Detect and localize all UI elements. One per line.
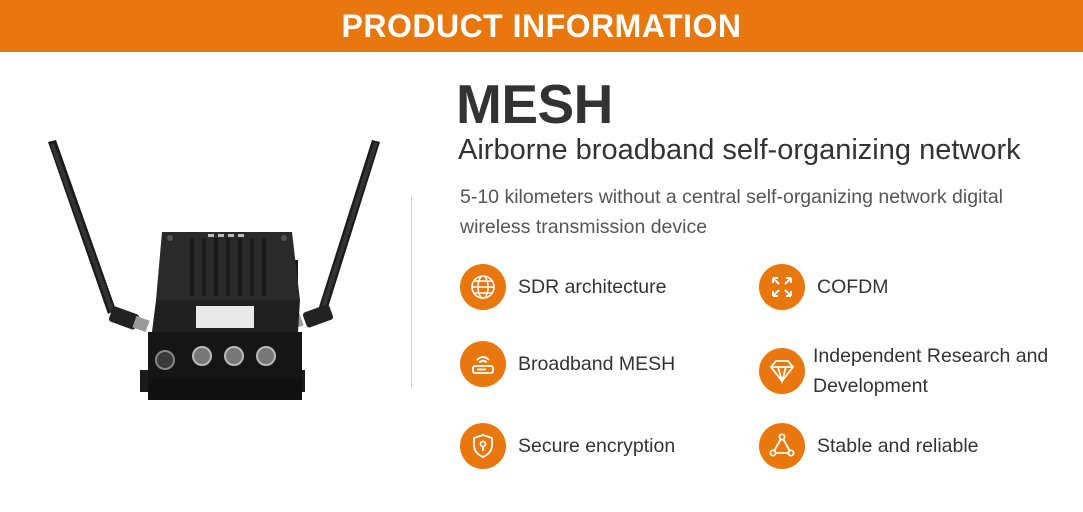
feature-label: Broadband MESH — [518, 353, 676, 375]
feature-sdr-architecture: SDR architecture — [460, 264, 666, 310]
device-image — [48, 140, 380, 400]
right-antenna — [286, 140, 380, 331]
banner-title: PRODUCT INFORMATION — [341, 7, 742, 44]
triangle-network-icon — [759, 423, 805, 469]
feature-stable-reliable: Stable and reliable — [759, 423, 979, 469]
arrows-expand-icon — [759, 264, 805, 310]
feature-label: SDR architecture — [518, 276, 667, 298]
product-description: 5-10 kilometers without a central self-o… — [460, 186, 1004, 238]
divider — [411, 196, 412, 388]
feature-cofdm: COFDM — [759, 264, 889, 310]
shield-icon — [460, 423, 506, 469]
feature-label: Independent Research and Development — [813, 345, 1049, 397]
diamond-icon — [759, 348, 805, 394]
product-subtitle: Airborne broadband self-organizing netwo… — [458, 134, 1021, 166]
feature-broadband-mesh: Broadband MESH — [460, 341, 675, 387]
feature-label: Stable and reliable — [817, 435, 979, 457]
left-antenna — [48, 140, 150, 333]
globe-icon — [460, 264, 506, 310]
feature-label: COFDM — [817, 276, 889, 298]
banner: PRODUCT INFORMATION — [0, 0, 1083, 52]
product-name: MESH — [456, 73, 613, 135]
router-icon — [460, 341, 506, 387]
connectors — [155, 346, 276, 370]
feature-independent-research: Independent Research and Development — [759, 341, 1059, 401]
feature-label: Secure encryption — [518, 435, 676, 457]
feature-secure-encryption: Secure encryption — [460, 423, 675, 469]
